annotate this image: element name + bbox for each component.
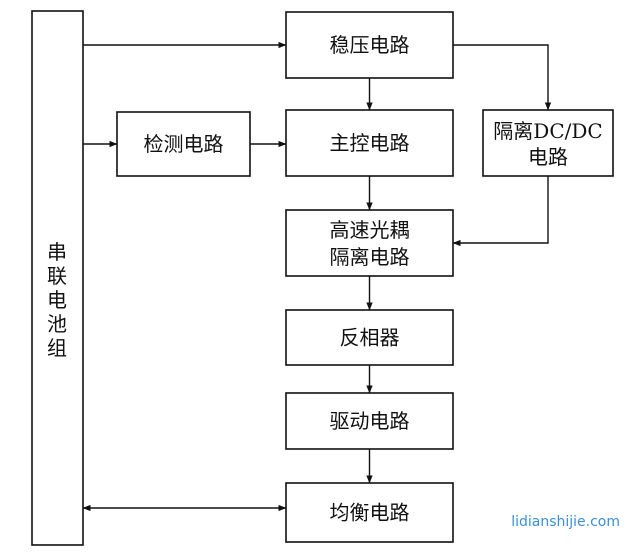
battery-pack-label-3: 池 bbox=[47, 312, 67, 336]
isolated-dcdc-label-0: 隔离DC/DC bbox=[493, 119, 602, 143]
battery-pack-label-1: 联 bbox=[47, 264, 67, 288]
optocoupler-isolation-node: 高速光耦 隔离电路 bbox=[285, 209, 454, 277]
balancing-circuit-node: 均衡电路 bbox=[285, 482, 454, 543]
battery-pack-label-0: 串 bbox=[47, 240, 67, 264]
main-control-label: 主控电路 bbox=[330, 131, 410, 155]
detection-circuit-node: 检测电路 bbox=[116, 111, 251, 177]
battery-pack-label-2: 电 bbox=[47, 288, 67, 312]
inverter-label: 反相器 bbox=[340, 326, 400, 350]
main-control-node: 主控电路 bbox=[285, 109, 454, 177]
edge-isodcdc-to-optocoupler bbox=[452, 176, 549, 247]
edge-regulator-to-isodcdc bbox=[453, 44, 552, 111]
voltage-regulator-node: 稳压电路 bbox=[285, 11, 454, 79]
inverter-node: 反相器 bbox=[285, 309, 454, 366]
watermark-text: lidianshijie.com bbox=[511, 514, 620, 530]
driver-circuit-node: 驱动电路 bbox=[285, 392, 454, 450]
connections bbox=[82, 41, 552, 512]
optocoupler-isolation-label-1: 隔离电路 bbox=[330, 245, 410, 269]
isolated-dcdc-node: 隔离DC/DC 电路 bbox=[482, 109, 614, 177]
driver-circuit-label: 驱动电路 bbox=[330, 409, 410, 433]
battery-pack-label-4: 组 bbox=[47, 336, 67, 360]
detection-circuit-label: 检测电路 bbox=[144, 132, 224, 156]
isolated-dcdc-label-1: 电路 bbox=[528, 145, 568, 169]
voltage-regulator-label: 稳压电路 bbox=[330, 33, 410, 57]
battery-pack-node: 串 联 电 池 组 bbox=[31, 10, 84, 546]
balancing-circuit-label: 均衡电路 bbox=[330, 501, 410, 525]
optocoupler-isolation-label-0: 高速光耦 bbox=[330, 218, 410, 242]
